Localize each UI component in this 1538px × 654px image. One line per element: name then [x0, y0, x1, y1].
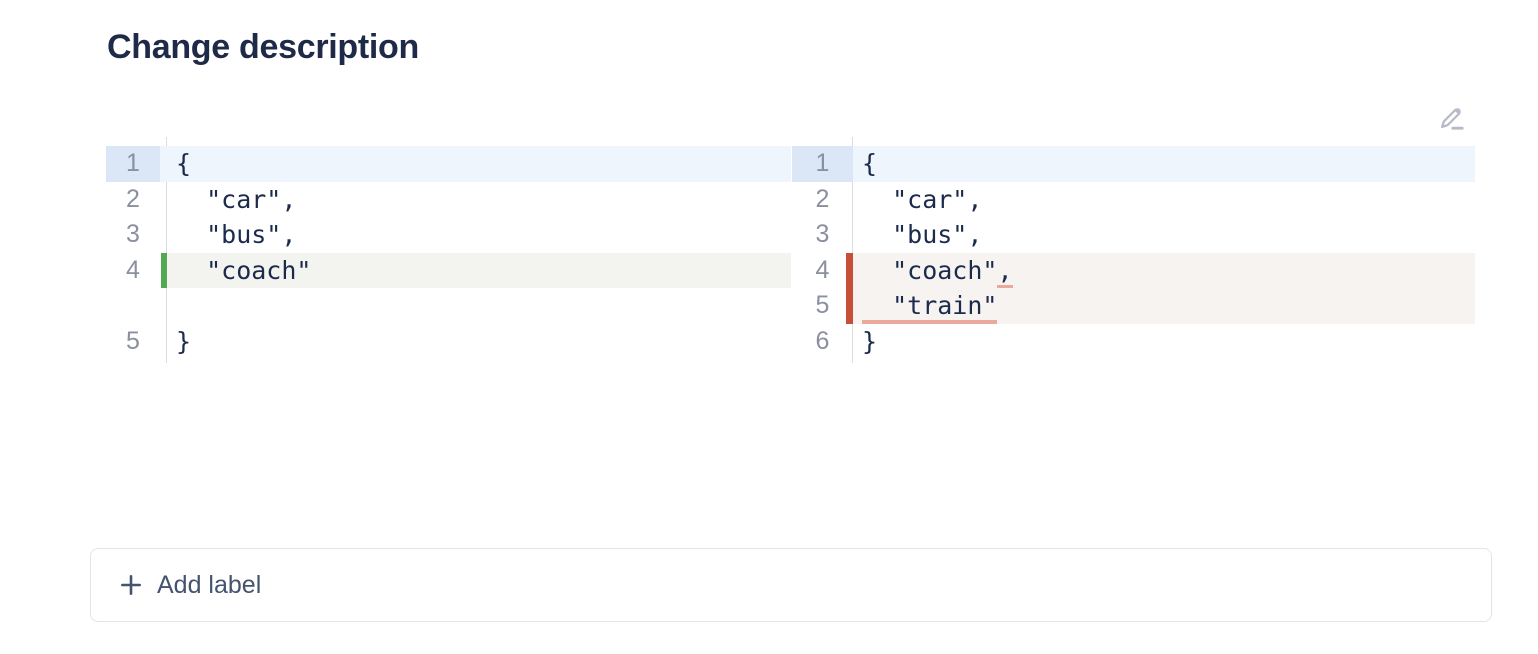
gutter-gap	[160, 288, 167, 324]
diff-line: 2 "car",	[792, 182, 1475, 218]
diff-line: 3 "bus",	[106, 217, 791, 253]
line-number: 5	[126, 326, 140, 355]
code-line: "coach"	[161, 252, 791, 288]
diff-line: 4 "coach",	[792, 252, 1475, 289]
code-line: }	[167, 324, 791, 360]
code-text: "coach"	[176, 255, 312, 285]
gutter-gap	[160, 182, 167, 218]
change-marker-bar	[161, 252, 167, 288]
code-line: "car",	[853, 182, 1475, 218]
line-number: 4	[815, 255, 830, 284]
line-number: 2	[815, 184, 830, 213]
code-text: {	[176, 149, 192, 178]
diff-line: 4 "coach"	[106, 252, 791, 288]
code-line: "train"	[846, 288, 1475, 324]
page-title: Change description	[107, 28, 419, 66]
line-number: 6	[815, 326, 830, 355]
code-line: "coach",	[846, 252, 1475, 289]
line-number: 1	[792, 146, 853, 182]
code-lines-changed: 1{2 "car",3 "bus",4 "coach",5 "train"6}	[792, 146, 1475, 359]
gutter-separator-line	[166, 137, 167, 363]
changed-chars: ,	[997, 255, 1013, 289]
diff-line: 1{	[106, 146, 791, 182]
line-number: 4	[126, 255, 140, 284]
code-line: "bus",	[167, 217, 791, 253]
line-number: 2	[126, 184, 140, 213]
change-marker-bar	[846, 288, 853, 324]
diff-line: 5}	[106, 324, 791, 360]
code-line	[167, 288, 791, 324]
diff-line: 1{	[792, 146, 1475, 182]
line-number: 1	[106, 146, 160, 182]
gutter-separator-line	[852, 137, 853, 363]
code-line: "bus",	[853, 217, 1475, 253]
diff-line: 6}	[792, 324, 1475, 360]
code-lines-original: 1{2 "car",3 "bus",4 "coach"5}	[106, 146, 791, 359]
code-text: }	[176, 326, 192, 356]
code-text: "bus",	[862, 220, 983, 249]
code-text: {	[862, 149, 878, 178]
code-text: }	[862, 326, 878, 356]
add-label-button[interactable]: Add label	[90, 548, 1492, 622]
code-text: "car",	[862, 184, 983, 214]
diff-line: 5 "train"	[792, 288, 1475, 324]
diff-pane-original: 1{2 "car",3 "bus",4 "coach"5}	[106, 137, 791, 363]
code-text: "coach"	[862, 255, 998, 285]
code-line: {	[167, 146, 791, 182]
code-line: "car",	[167, 182, 791, 218]
pencil-edit-icon[interactable]	[1432, 97, 1472, 137]
line-number: 3	[126, 220, 140, 248]
code-line: {	[853, 146, 1475, 182]
code-line: }	[853, 324, 1475, 360]
add-label-text: Add label	[157, 570, 262, 599]
change-marker-bar	[846, 252, 853, 288]
line-number: 5	[815, 291, 830, 319]
gutter-gap	[160, 324, 167, 360]
line-number: 3	[815, 220, 830, 248]
pencil-icon-glyph	[1441, 108, 1464, 130]
diff-pane-changed: 1{2 "car",3 "bus",4 "coach",5 "train"6}	[792, 137, 1475, 363]
diff-spacer-row	[106, 288, 791, 324]
diff-line: 3 "bus",	[792, 217, 1475, 253]
plus-icon	[118, 572, 144, 598]
line-number	[106, 288, 160, 324]
diff-line: 2 "car",	[106, 182, 791, 218]
code-text: "car",	[176, 184, 297, 214]
gutter-gap	[160, 146, 167, 182]
gutter-gap	[160, 217, 167, 253]
changed-chars: "train"	[862, 291, 998, 324]
code-text: "bus",	[176, 220, 297, 249]
